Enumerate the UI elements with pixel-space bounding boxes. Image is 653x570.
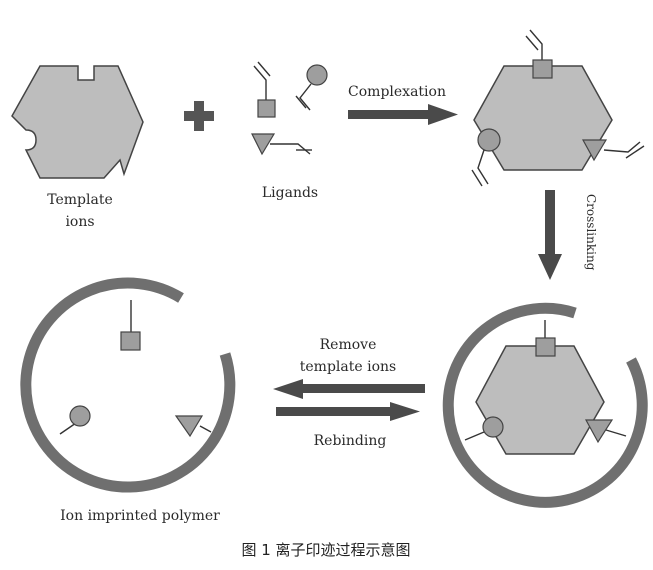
template-ion-shape [11,65,144,179]
remove-label-line2: template ions [300,359,396,375]
circle-ligand [295,64,328,111]
square-ligand [253,61,276,118]
triangle-ligand [251,133,312,156]
polymer-with-template [442,302,648,508]
template-ions-label-line1: Template [47,192,113,208]
remove-label-line1: Remove [320,337,377,353]
plus-icon [184,101,214,131]
remove-arrow [273,379,425,399]
ligands-group [251,61,328,156]
ion-imprinted-polymer-label: Ion imprinted polymer [60,508,220,524]
crosslinking-arrow [538,190,562,280]
ligands-label: Ligands [262,185,318,201]
ion-imprinted-polymer [20,277,236,493]
rebinding-arrow [276,402,420,421]
figure-caption: 图 1 离子印迹过程示意图 [241,541,410,559]
complex-hexagon [471,29,645,187]
template-ions-label-line2: ions [65,214,94,230]
rebinding-label: Rebinding [314,433,387,449]
complexation-label: Complexation [348,84,446,100]
complexation-arrow [348,104,458,125]
crosslinking-label: Crosslinking [584,194,598,271]
